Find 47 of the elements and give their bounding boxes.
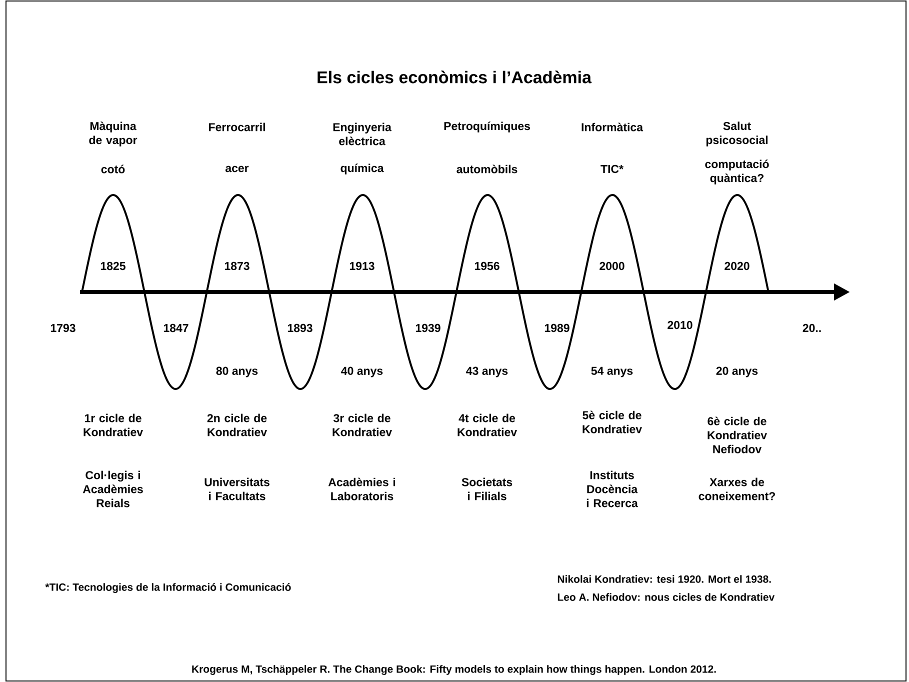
institution-label: Col·legis i Acadèmies Reials	[82, 470, 143, 508]
cycle-label: 4t cicle de Kondratiev	[458, 414, 517, 436]
technology-label: acer	[226, 166, 249, 172]
citation-text: Krogerus M, Tschäppeler R. The Change Book: Fifty models to explain how things happen. London 2012.	[192, 665, 716, 675]
institution-label: Universitats i Facultats	[204, 478, 270, 500]
institution-label: Societats i Filials	[462, 478, 512, 500]
technology-label: química	[340, 164, 384, 174]
duration-label: 43 anys	[466, 366, 508, 378]
technology-label: Enginyeria elèctrica	[333, 122, 392, 146]
institution-label: Xarxes de coneixement?	[698, 478, 776, 500]
duration-label: 20 anys	[716, 366, 758, 378]
title: Els cicles econòmics i l’Acadèmia	[318, 70, 592, 84]
peak-year: 1825	[100, 262, 126, 270]
crossing-year: 1893	[288, 324, 312, 332]
technology-label: TIC*	[600, 164, 624, 174]
technology-label: Petroquímiques	[444, 122, 530, 132]
crossing-year: 20..	[802, 324, 821, 332]
duration-label: 80 anys	[216, 366, 258, 378]
crossing-year: 1989	[544, 324, 570, 332]
peak-year: 1956	[474, 262, 500, 270]
crossing-year: 1939	[416, 324, 440, 332]
duration-label: 40 anys	[341, 366, 383, 378]
footnote-text: *TIC: Tecnologies de la Informació i Comunicació	[45, 583, 291, 593]
technology-label: cotó	[101, 164, 125, 174]
crossing-year: 1847	[164, 324, 188, 332]
peak-year: 2000	[600, 262, 624, 270]
cycle-label: 6è cicle de Kondratiev Nefiodov	[708, 416, 767, 454]
peak-year: 1873	[224, 262, 250, 270]
technology-label: Ferrocarril	[209, 122, 265, 132]
cycle-label: 2n cicle de Kondratiev	[207, 414, 267, 436]
note-text: Nikolai Kondratiev: tesi 1920. Mort el 1938.	[558, 575, 771, 583]
technology-label: Salut psicosocial	[706, 122, 768, 146]
technology-label: computació quàntica?	[705, 160, 769, 184]
cycle-label: 3r cicle de Kondratiev	[332, 414, 392, 436]
institution-label: Acadèmies i Laboratoris	[328, 478, 396, 500]
technology-label: automòbils	[456, 164, 518, 174]
technology-label: Màquina de vapor	[89, 122, 138, 146]
cycle-label: 5è cicle de Kondratiev	[582, 410, 642, 434]
crossing-year: 1793	[50, 324, 76, 332]
peak-year: 1913	[350, 262, 374, 270]
duration-label: 54 anys	[591, 366, 633, 378]
peak-year: 2020	[724, 262, 750, 270]
note-text: Leo A. Nefiodov: nous cicles de Kondratiev	[558, 593, 775, 601]
technology-label: Informàtica	[582, 122, 644, 132]
crossing-year: 2010	[668, 320, 692, 330]
cycle-label: 1r cicle de Kondratiev	[84, 414, 143, 436]
institution-label: Instituts Docència i Recerca	[586, 470, 638, 508]
